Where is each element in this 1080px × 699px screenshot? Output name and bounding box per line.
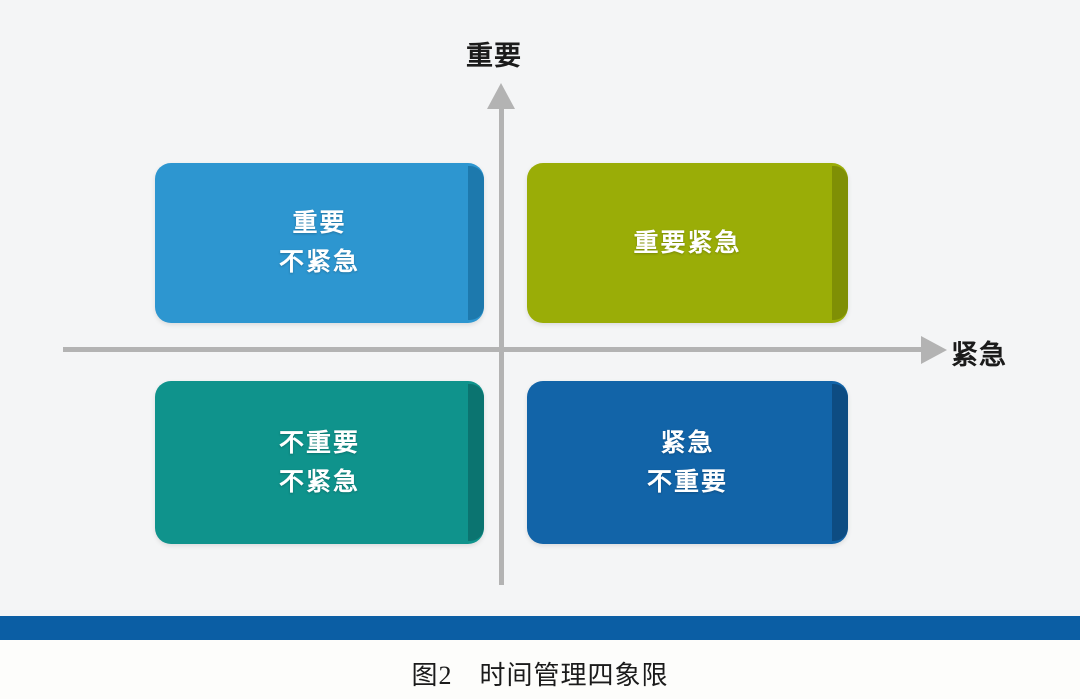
quadrant-urgent-not-important: 紧急 不重要 [527,381,848,544]
quadrant-label-line1: 紧急 [660,428,715,457]
horizontal-axis-arrow-icon [921,336,947,364]
quadrant-label-line1: 重要紧急 [633,228,742,257]
quadrant-edge-shade [468,384,484,541]
horizontal-axis-line [63,347,925,352]
quadrant-label-group: 重要 不紧急 [279,204,360,282]
quadrant-edge-shade [832,166,848,320]
vertical-axis-arrow-icon [487,83,515,109]
quadrant-label-group: 不重要 不紧急 [279,424,360,502]
quadrant-not-important-not-urgent: 不重要 不紧急 [155,381,484,544]
figure-caption: 图2 时间管理四象限 [411,661,669,690]
vertical-axis-label: 重要 [466,41,522,71]
quadrant-label-group: 重要紧急 [633,224,741,263]
caption-background [0,640,1080,699]
quadrant-label-line1: 不重要 [278,428,360,457]
quadrant-important-not-urgent: 重要 不紧急 [155,163,484,323]
quadrant-edge-shade [832,384,848,541]
quadrant-edge-shade [468,166,484,320]
vertical-axis-line [499,105,504,585]
quadrant-label-line2: 不紧急 [278,248,360,276]
quadrant-label-line2: 不紧急 [278,467,360,496]
bottom-divider-bar [0,616,1080,640]
quadrant-label-line2: 不重要 [646,467,728,496]
quadrant-label-line1: 重要 [292,209,347,238]
horizontal-axis-label: 紧急 [951,340,1007,370]
quadrant-important-urgent: 重要紧急 [527,163,848,323]
quadrant-label-group: 紧急 不重要 [647,424,728,502]
